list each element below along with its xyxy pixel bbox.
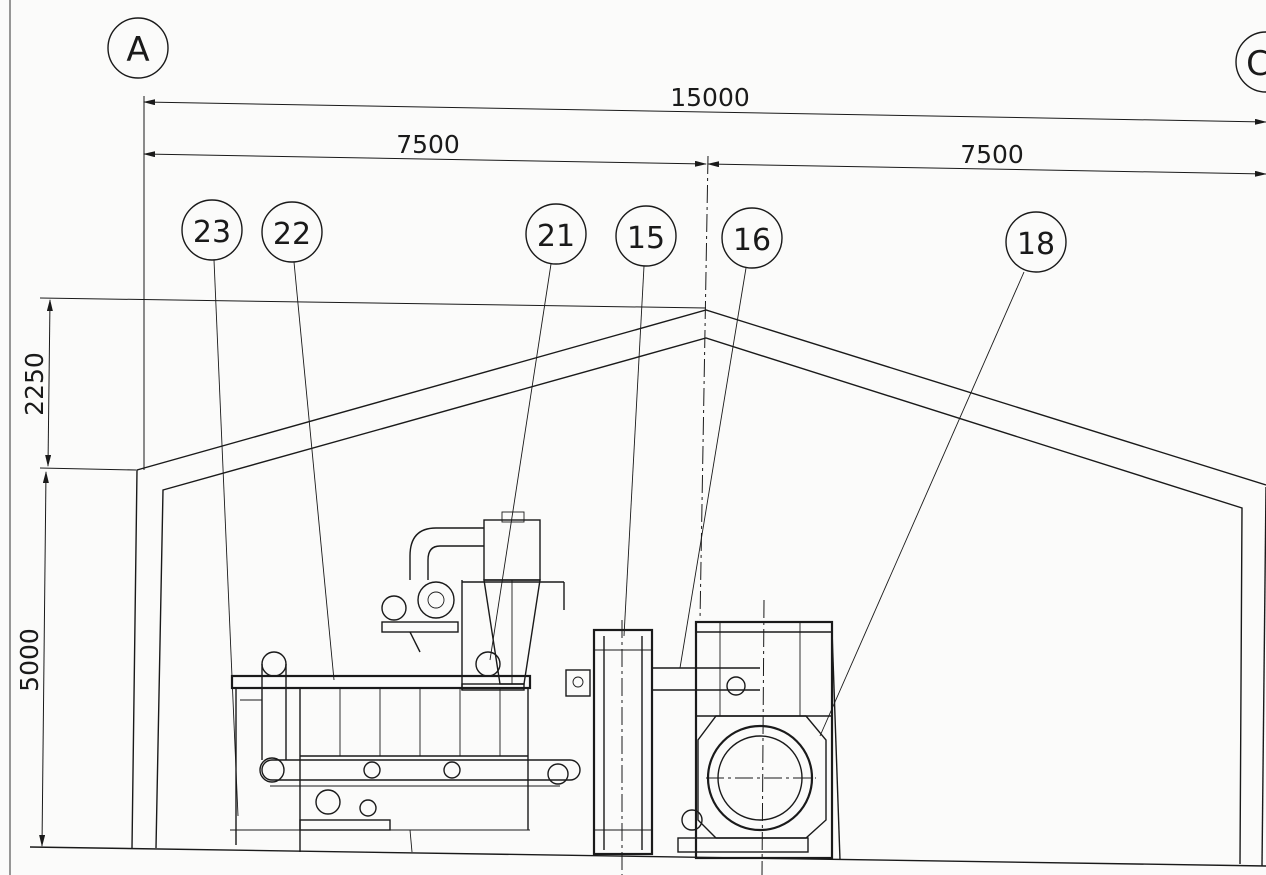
cyclone-fan-equipment [381, 511, 565, 691]
dimension-right-half: 7500 [707, 140, 1266, 177]
conveyor-equipment [230, 651, 581, 853]
tag-22: 22 [261, 201, 335, 681]
svg-text:5000: 5000 [15, 628, 44, 692]
svg-text:C: C [1246, 44, 1266, 84]
tag-16: 16 [679, 207, 783, 669]
dimension-left-half: 7500 [143, 130, 707, 167]
svg-text:23: 23 [193, 215, 231, 250]
dimension-overall-width: 15000 [143, 83, 1266, 470]
svg-text:21: 21 [537, 219, 575, 254]
rotary-dryer [652, 599, 841, 875]
dimension-roof-rise: 2250 [20, 297, 707, 471]
building-frame [29, 155, 1266, 867]
svg-text:16: 16 [733, 223, 771, 258]
tag-23: 23 [181, 199, 243, 817]
axis-bubble-c: C [1235, 31, 1266, 93]
svg-text:22: 22 [273, 217, 311, 252]
axis-bubble-a: A [107, 17, 169, 79]
dimension-wall-height: 5000 [15, 471, 49, 847]
svg-text:7500: 7500 [396, 130, 460, 159]
tag-15: 15 [615, 205, 677, 637]
tag-18: 18 [819, 211, 1067, 737]
svg-text:15: 15 [627, 221, 665, 256]
svg-text:7500: 7500 [960, 140, 1024, 169]
svg-text:2250: 2250 [20, 352, 49, 416]
svg-text:A: A [126, 30, 149, 70]
tag-21: 21 [489, 203, 587, 661]
bucket-elevator [565, 620, 654, 875]
svg-text:15000: 15000 [670, 83, 750, 112]
svg-text:18: 18 [1017, 227, 1055, 262]
